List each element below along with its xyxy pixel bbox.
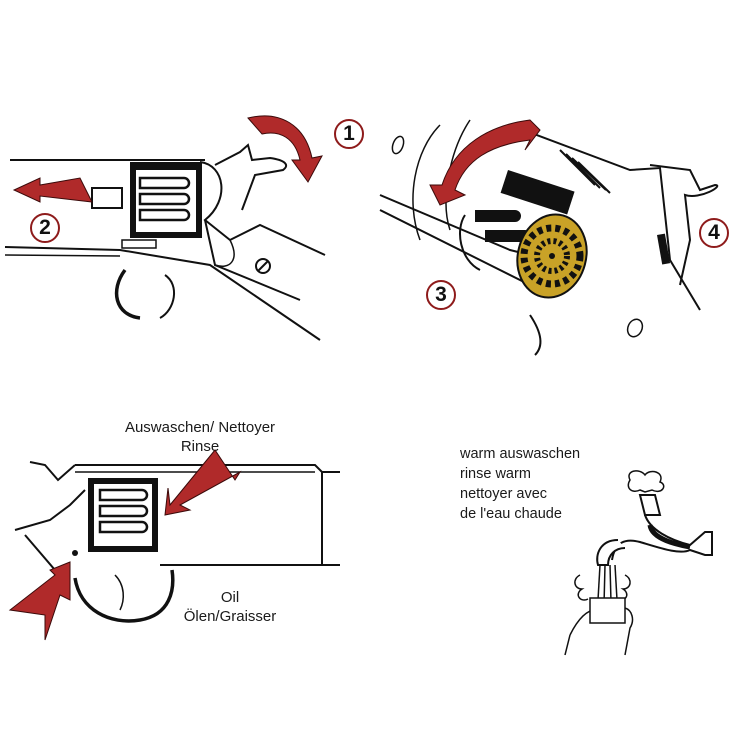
step-marker-1: 1 [334, 119, 364, 149]
oil-label: Oil Ölen/Graisser [183, 589, 277, 625]
curved-arrow-icon [247, 115, 323, 183]
panel-step-1-2: 1 2 [0, 90, 370, 341]
faucet-washing-illustration [564, 470, 713, 656]
rinse-arrow-icon [164, 449, 242, 516]
revolver-cylinder-open-illustration [379, 119, 719, 356]
step-marker-2: 2 [30, 213, 60, 243]
revolver-frame-illustration [8, 449, 340, 641]
tap-handle-icon [627, 470, 665, 493]
step-marker-4: 4 [699, 218, 729, 248]
curved-arrow-icon [429, 119, 541, 206]
oil-arrow-icon [8, 561, 71, 641]
rinse-label: Auswaschen/ Nettoyer Rinse [124, 419, 276, 455]
panel-rinse-oil: Auswaschen/ Nettoyer Rinse Oil Ölen/Grai… [0, 410, 350, 650]
left-arrow-icon [12, 177, 93, 203]
revolver-side-illustration [4, 115, 326, 341]
step-marker-3: 3 [426, 280, 456, 310]
warm-rinse-instructions: warm auswaschen rinse warm nettoyer avec… [460, 446, 581, 522]
panel-warm-rinse: warm auswaschen rinse warm nettoyer avec… [440, 430, 740, 660]
panel-step-3-4: 3 4 [370, 90, 750, 360]
